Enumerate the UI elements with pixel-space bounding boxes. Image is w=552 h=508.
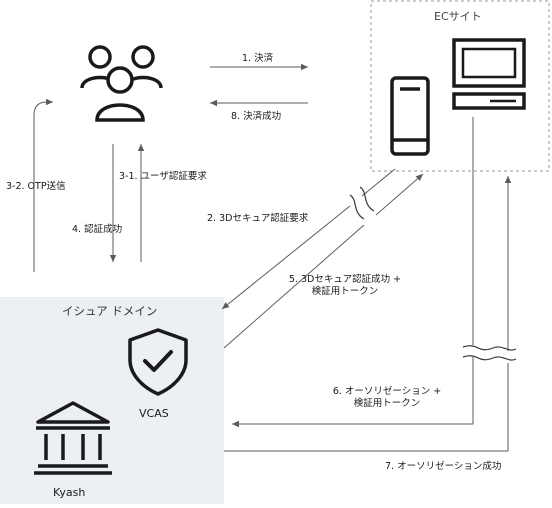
arrow-step-2-b [221,205,351,310]
break-mark-vertical [462,345,517,361]
step-5-label: 5. 3Dセキュア認証成功 + 検証用トークン [285,274,405,298]
step-3-1-label: 3-1. ユーザ認証要求 [119,171,207,182]
step-5-line-1: 5. 3Dセキュア認証成功 + [288,274,402,285]
bank-icon [34,401,112,475]
step-5-line-2: 検証用トークン [311,285,379,297]
users-icon [80,45,163,122]
ec-site-title: ECサイト [434,10,482,23]
kyash-label: Kyash [53,486,86,499]
arrow-step-7-a [224,363,509,452]
desktop-icon [452,38,526,110]
step-6-label: 6. オーソリゼーション + 検証用トークン [322,386,452,410]
step-2-label: 2. 3Dセキュア認証要求 [207,213,309,224]
step-7-label: 7. オーソリゼーション成功 [385,461,502,472]
issuer-domain-title: イシュア ドメイン [62,304,158,318]
issuer-domain-region [0,297,224,504]
arrow-step-3-2 [33,98,53,272]
break-mark-diagonal [349,186,375,220]
step-6-line-1: 6. オーソリゼーション + [332,386,442,397]
arrow-step-2-a [361,168,396,197]
step-8-label: 8. 決済成功 [231,111,282,122]
step-1-label: 1. 決済 [242,53,274,64]
step-3-2-label: 3-2. OTP送信 [6,181,66,192]
arrow-step-5-a [223,224,365,349]
vcas-label: VCAS [139,407,169,420]
arrow-step-5-b [375,173,424,216]
smartphone-icon [390,76,430,156]
step-6-line-2: 検証用トークン [353,397,421,409]
arrow-step-6-b [232,357,474,428]
step-4-label: 4. 認証成功 [72,224,123,235]
shield-check-icon [128,328,188,396]
